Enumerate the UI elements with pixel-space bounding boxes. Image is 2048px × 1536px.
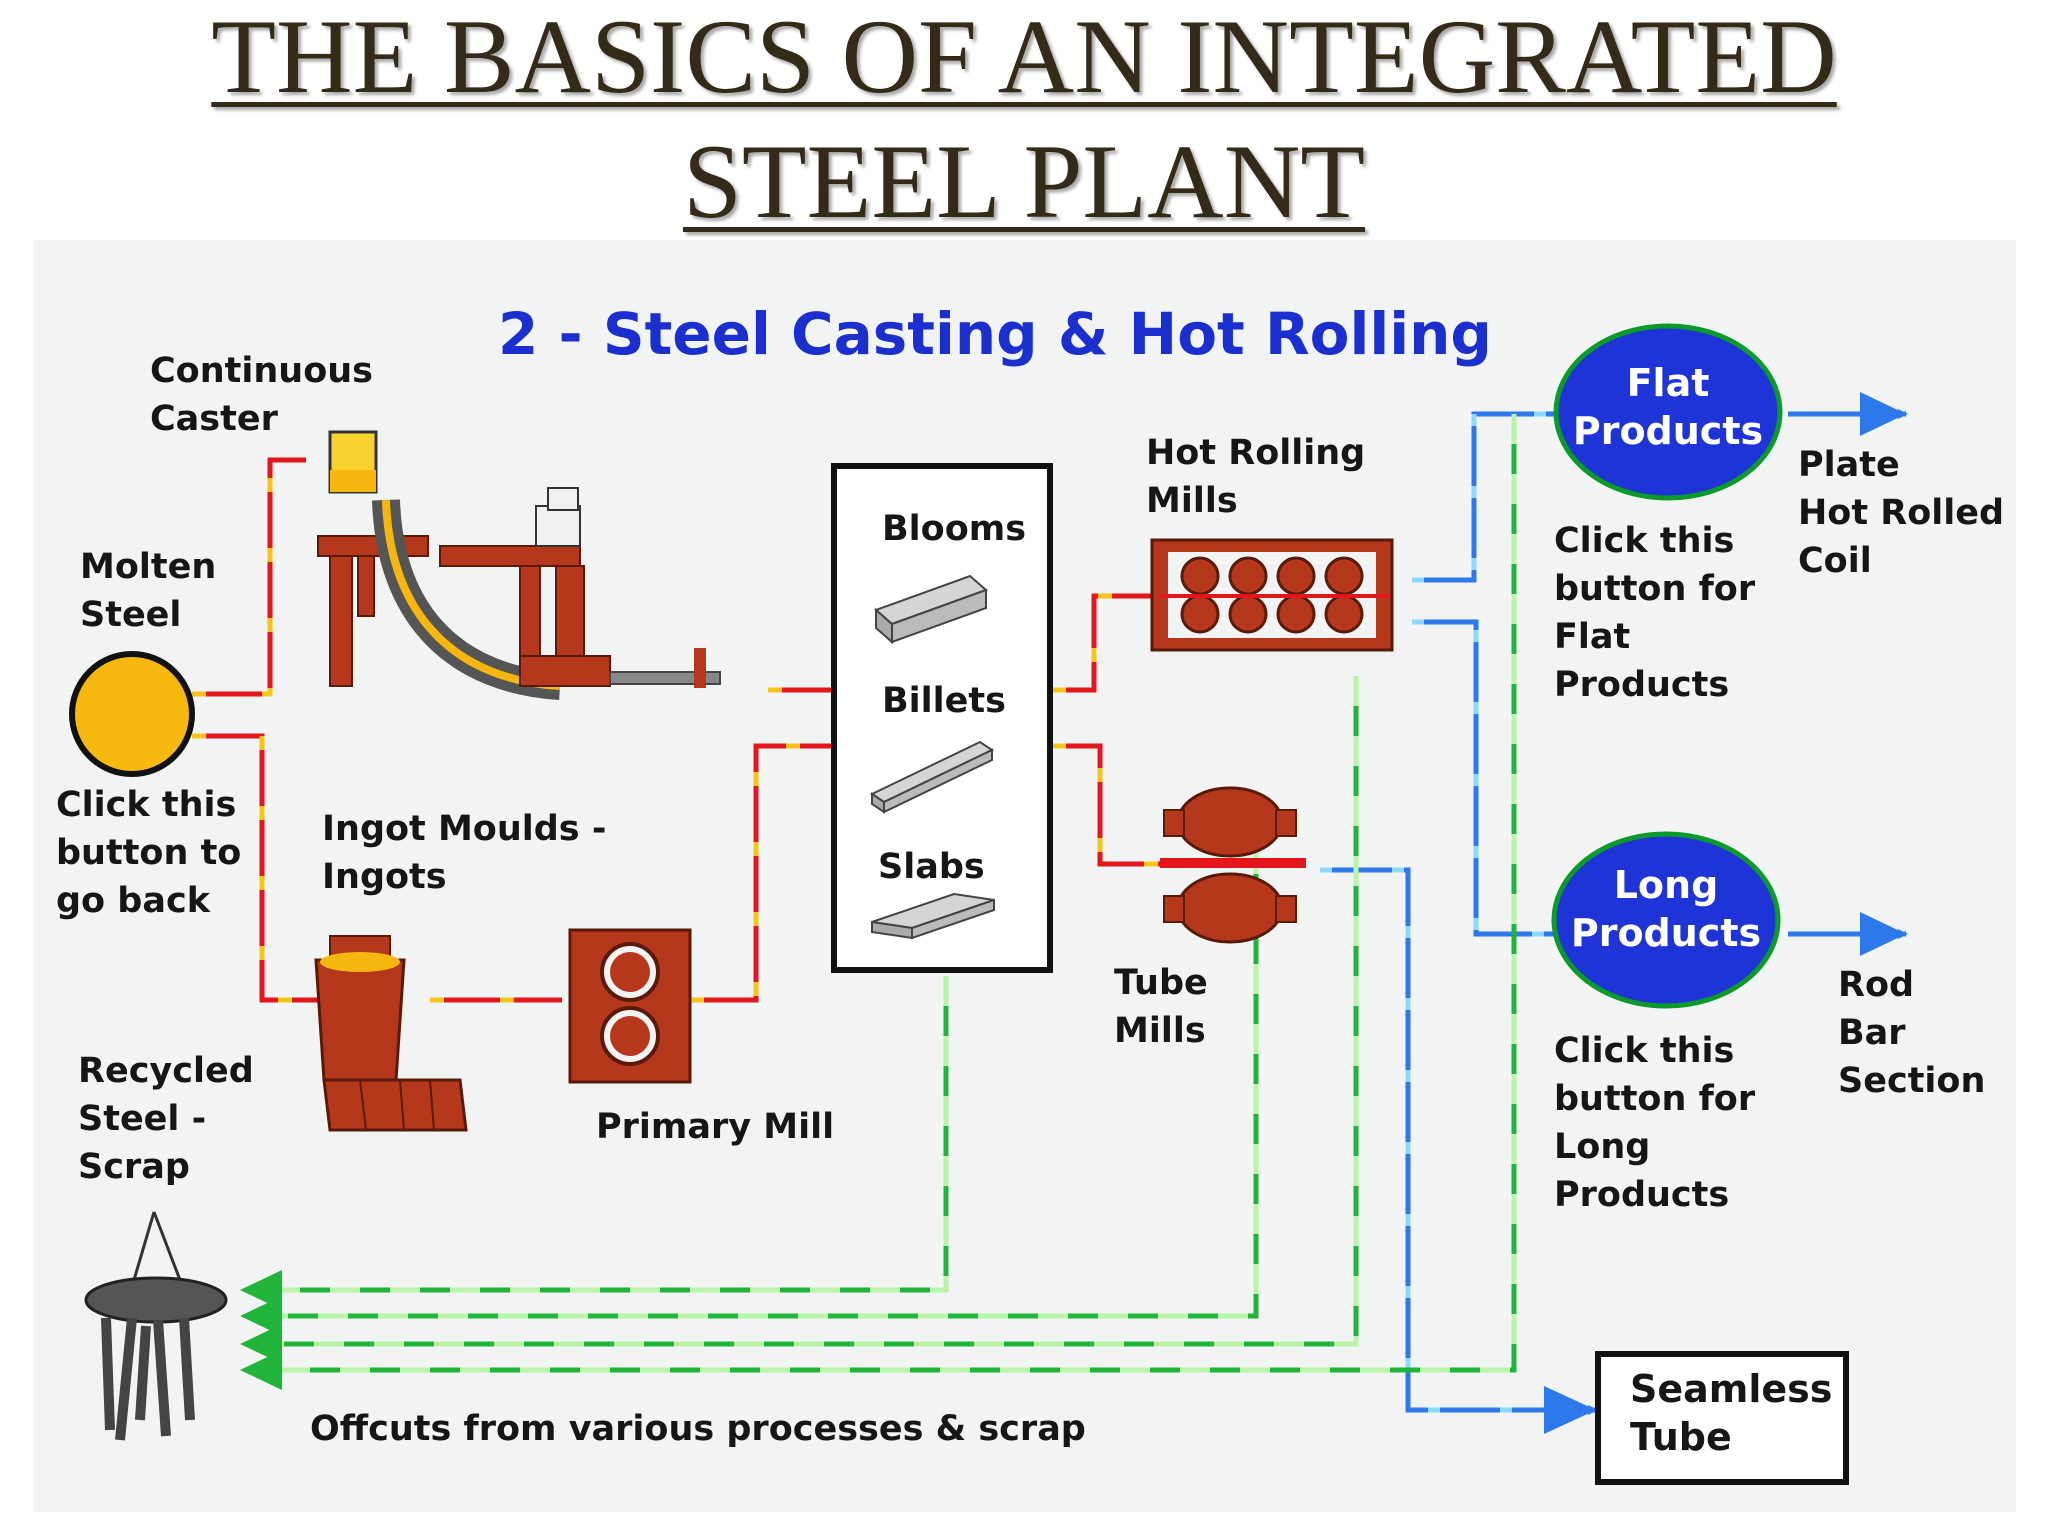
ingot-moulds-label: Ingot Moulds -Ingots <box>322 809 606 897</box>
hot-rolling-mill-icon <box>1150 538 1394 652</box>
billet-icon <box>869 740 995 814</box>
blooms-label: Blooms <box>882 509 1026 549</box>
primary-mill-icon <box>568 928 692 1084</box>
tube-mill-icon <box>1160 786 1306 944</box>
scrap-arrow-heads <box>240 1270 282 1390</box>
billets-label: Billets <box>882 681 1006 721</box>
continuous-caster-icon <box>317 430 721 700</box>
page-title-line-2: STEEL PLANT <box>682 123 1366 240</box>
diagram-heading: 2 - Steel Casting & Hot Rolling <box>498 300 1492 368</box>
molten-steel-circle[interactable] <box>69 651 195 777</box>
bloom-icon <box>874 574 988 645</box>
molten-steel-back-button[interactable] <box>69 651 195 777</box>
scrap-magnet-icon <box>84 1211 228 1441</box>
scrap-return-lines <box>276 414 1517 1373</box>
slabs-label: Slabs <box>878 847 985 887</box>
page-title-line-1: THE BASICS OF AN INTEGRATED <box>211 0 1837 115</box>
primary-mill-label: Primary Mill <box>596 1107 834 1147</box>
offcuts-label: Offcuts from various processes & scrap <box>310 1409 1086 1449</box>
slab-icon <box>871 892 995 940</box>
semi-products-box <box>831 463 1053 973</box>
molten-flow-lines <box>192 457 1170 1003</box>
arrow-heads <box>1544 392 1906 1434</box>
ingot-moulds-icon <box>314 935 468 1132</box>
